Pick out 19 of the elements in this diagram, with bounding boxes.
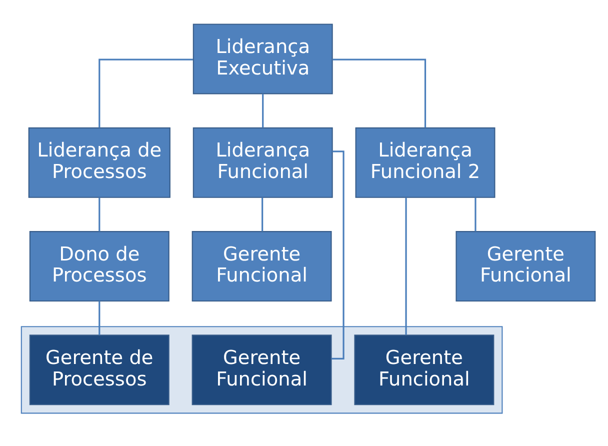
node-box: Dono de Processos bbox=[29, 231, 170, 302]
node-box: Gerente Funcional bbox=[192, 334, 332, 406]
node-box: Gerente Funcional bbox=[456, 231, 596, 302]
node-box: Gerente de Processos bbox=[29, 334, 170, 406]
node-box: Gerente Funcional bbox=[192, 231, 332, 302]
node-box: Liderança Executiva bbox=[192, 24, 333, 94]
connector bbox=[98, 58, 194, 128]
node-box: Gerente Funcional bbox=[354, 334, 494, 406]
connector bbox=[98, 301, 100, 336]
connector bbox=[332, 58, 426, 128]
connector bbox=[474, 197, 476, 232]
connector bbox=[405, 198, 407, 335]
connector bbox=[98, 197, 100, 232]
node-box: Liderança Funcional 2 bbox=[355, 127, 496, 198]
node-box: Liderança de Processos bbox=[28, 127, 170, 198]
node-box: Liderança Funcional bbox=[192, 127, 333, 198]
connector bbox=[262, 197, 264, 232]
cluster bbox=[20, 326, 503, 414]
connector bbox=[262, 94, 264, 128]
